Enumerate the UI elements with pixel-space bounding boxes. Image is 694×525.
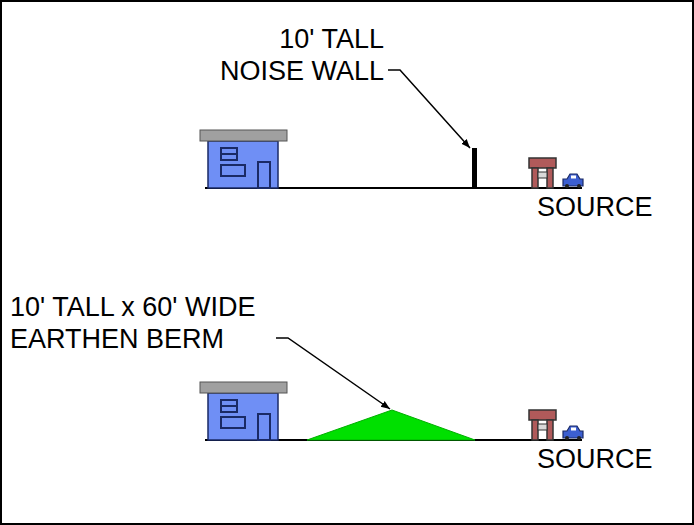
leader-line xyxy=(276,338,390,409)
car xyxy=(563,426,583,440)
truck xyxy=(529,158,556,188)
house xyxy=(200,382,287,440)
callout-label: 10' TALL x 60' WIDE EARTHEN BERM xyxy=(10,291,295,355)
wall-scene xyxy=(200,70,583,188)
house xyxy=(200,130,287,188)
earthen-berm xyxy=(307,410,475,440)
car xyxy=(563,174,583,188)
berm-scene xyxy=(200,338,583,440)
source-label: SOURCE xyxy=(537,443,687,475)
noise-wall xyxy=(472,148,477,188)
truck xyxy=(529,410,556,440)
source-label: SOURCE xyxy=(537,191,687,223)
leader-line xyxy=(388,70,470,148)
callout-label: 10' TALL NOISE WALL xyxy=(199,23,384,87)
